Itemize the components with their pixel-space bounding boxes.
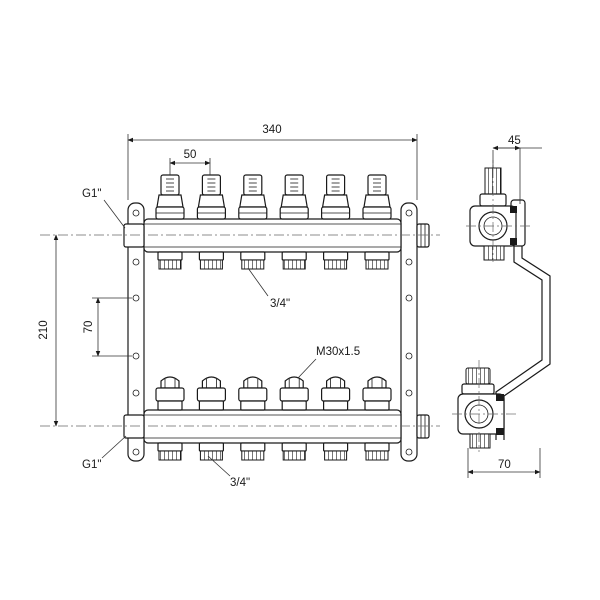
outlet-connector <box>364 442 390 461</box>
label-g1-top: G1" <box>82 188 101 200</box>
flowmeter <box>279 174 309 220</box>
valve-cap <box>321 376 351 411</box>
leader-outlet-bottom: 3/4" <box>207 455 250 489</box>
top-flowmeters <box>155 174 392 220</box>
outlet-connector <box>323 251 349 270</box>
valve-cap <box>196 376 226 411</box>
flowmeter <box>238 174 268 220</box>
right-bracket <box>400 202 418 462</box>
side-view <box>452 150 551 452</box>
left-bracket <box>127 202 145 462</box>
dim-label-70-side: 70 <box>498 459 511 471</box>
dimension-pitch: 50 <box>169 149 211 175</box>
flowmeter <box>155 174 185 220</box>
dim-label-340: 340 <box>262 124 281 136</box>
leader-outlet-top: 3/4" <box>247 267 290 310</box>
bottom-outlets <box>157 442 390 461</box>
leader-g1-top: G1" <box>82 188 126 229</box>
outlet-connector <box>157 251 183 270</box>
label-outlet-top: 3/4" <box>270 298 290 310</box>
label-outlet-bottom: 3/4" <box>230 477 250 489</box>
flowmeter <box>196 174 226 220</box>
outlet-connector <box>364 251 390 270</box>
outlet-connector <box>198 442 224 461</box>
valve-cap <box>155 376 185 411</box>
bottom-valves <box>155 376 392 411</box>
dimension-side-45: 45 <box>492 135 542 204</box>
dimension-side-70: 70 <box>467 448 541 478</box>
valve-cap <box>279 376 309 411</box>
bottom-manifold-bar <box>123 409 430 444</box>
outlet-connector <box>198 251 224 270</box>
dimension-width-total: 340 <box>127 124 418 200</box>
top-manifold-bar <box>123 218 430 253</box>
outlet-connector <box>281 442 307 461</box>
outlet-connector <box>157 442 183 461</box>
valve-cap <box>238 376 268 411</box>
dim-label-50: 50 <box>184 149 197 161</box>
dim-label-210: 210 <box>38 320 50 339</box>
flowmeter <box>362 174 392 220</box>
valve-cap <box>362 376 392 411</box>
outlet-connector <box>240 251 266 270</box>
leader-m30: M30x1.5 <box>297 346 360 379</box>
outlet-connector <box>240 442 266 461</box>
dimension-height-total: 210 <box>38 234 59 427</box>
outlet-connector <box>323 442 349 461</box>
label-m30: M30x1.5 <box>316 346 360 358</box>
outlet-connector <box>281 251 307 270</box>
label-g1-bottom: G1" <box>82 459 101 471</box>
top-outlets <box>157 251 390 270</box>
dimension-bracket-spacing: 70 <box>83 297 132 357</box>
center-lines <box>40 234 440 427</box>
flowmeter <box>321 174 351 220</box>
dim-label-45: 45 <box>508 135 521 147</box>
leader-g1-bottom: G1" <box>82 435 127 471</box>
dim-label-70-front: 70 <box>83 321 95 334</box>
